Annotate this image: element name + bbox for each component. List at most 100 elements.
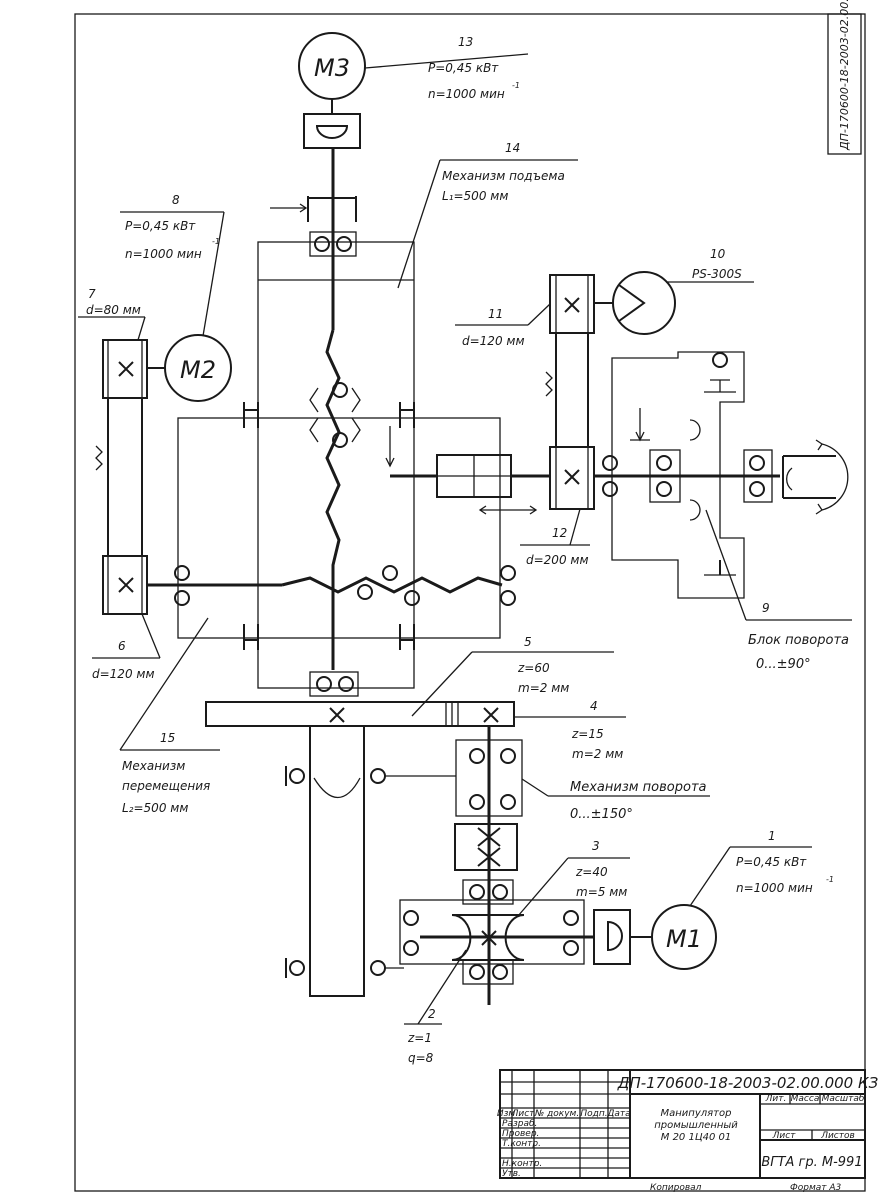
drawing-frame: ДП-170600-18-2003-02.00.000 КЗ (74, 0, 866, 1192)
svg-text:Масштаб: Масштаб (822, 1094, 865, 1104)
callout-4: 4 z=15 m=2 мм (514, 699, 626, 761)
svg-text:m=2 мм: m=2 мм (518, 681, 569, 695)
svg-text:n=1000 мин: n=1000 мин (428, 87, 505, 101)
title-block-code: ДП-170600-18-2003-02.00.000 КЗ (617, 1074, 879, 1092)
title-block-name-2: промышленный (654, 1120, 738, 1131)
svg-text:6: 6 (118, 639, 126, 653)
callout-7: 7 d=80 мм (78, 287, 146, 341)
svg-text:10: 10 (710, 247, 726, 261)
svg-text:Т.контр.: Т.контр. (502, 1139, 541, 1149)
svg-text:P=0,45 кВт: P=0,45 кВт (736, 855, 807, 869)
svg-text:9: 9 (762, 601, 770, 615)
belt-drive-right (545, 274, 595, 510)
gripper-shaft (390, 449, 780, 515)
svg-text:n=1000 мин: n=1000 мин (125, 247, 202, 261)
svg-text:1: 1 (768, 829, 776, 843)
svg-text:-1: -1 (512, 81, 520, 90)
motor-m1-label: М1 (666, 925, 702, 953)
svg-text:m=5 мм: m=5 мм (576, 885, 627, 899)
svg-text:Дата: Дата (606, 1109, 630, 1119)
svg-text:d=200 мм: d=200 мм (526, 553, 589, 567)
svg-text:z=15: z=15 (571, 727, 604, 741)
callout-12: 12 d=200 мм (520, 508, 590, 567)
svg-text:-1: -1 (212, 237, 220, 246)
svg-text:13: 13 (458, 35, 473, 49)
callout-8: 8 P=0,45 кВт n=1000 мин -1 (120, 193, 225, 337)
svg-text:-1: -1 (826, 875, 834, 884)
svg-text:m=2 мм: m=2 мм (572, 747, 623, 761)
callout-14: 14 Механизм подъема L₁=500 мм (397, 141, 578, 289)
svg-text:перемещения: перемещения (122, 779, 210, 793)
svg-text:d=80 мм: d=80 мм (86, 303, 141, 317)
svg-text:P=0,45 кВт: P=0,45 кВт (125, 219, 196, 233)
svg-text:z=40: z=40 (575, 865, 608, 879)
callout-13: 13 P=0,45 кВт n=1000 мин -1 (364, 35, 529, 101)
svg-text:0...±90°: 0...±90° (756, 657, 811, 672)
rotation-block (611, 351, 745, 599)
svg-text:Масса: Масса (791, 1094, 820, 1104)
title-block-org: ВГТА гр. М-991 (761, 1155, 862, 1170)
title-block-format: Формат A3 (790, 1183, 842, 1193)
worm-gear (399, 899, 594, 965)
lift-mechanism-frame (257, 241, 415, 689)
svg-text:14: 14 (505, 141, 520, 155)
svg-text:Лит.: Лит. (765, 1094, 787, 1104)
svg-text:Разраб.: Разраб. (502, 1119, 537, 1129)
motor-m2: М2 (146, 334, 232, 402)
title-block-name-3: М 20 1Ц40 01 (661, 1132, 731, 1143)
svg-text:n=1000 мин: n=1000 мин (736, 881, 813, 895)
svg-text:PS-300S: PS-300S (692, 267, 742, 281)
callout-rotation-mechanism: Механизм поворота 0...±150° (521, 778, 710, 822)
svg-text:Провер.: Провер. (502, 1129, 539, 1139)
svg-text:3: 3 (592, 839, 600, 853)
svg-text:z=60: z=60 (517, 661, 550, 675)
svg-text:L₂=500 мм: L₂=500 мм (122, 801, 188, 815)
callout-6: 6 d=120 мм (92, 613, 161, 681)
frame-code-vertical: ДП-170600-18-2003-02.00.000 КЗ (838, 0, 851, 151)
callout-9: 9 Блок поворота 0...±90° (705, 509, 852, 672)
rotation-drive-shaft (454, 726, 523, 1005)
callout-5: 5 z=60 m=2 мм (411, 635, 614, 717)
callout-2: 2 z=1 q=8 (404, 949, 467, 1065)
svg-text:11: 11 (488, 307, 503, 321)
callout-11: 11 d=120 мм (455, 303, 551, 348)
svg-text:Механизм подъема: Механизм подъема (442, 169, 565, 183)
svg-text:8: 8 (172, 193, 180, 207)
svg-text:Лист: Лист (772, 1131, 797, 1141)
motor-m3: М3 (298, 32, 366, 149)
motor-m2-label: М2 (180, 356, 216, 384)
svg-text:d=120 мм: d=120 мм (92, 667, 155, 681)
svg-text:d=120 мм: d=120 мм (462, 334, 525, 348)
traverse-mechanism (147, 387, 516, 650)
encoder-ps300s (594, 271, 676, 335)
svg-text:Н.контр.: Н.контр. (502, 1159, 542, 1169)
svg-text:Изм: Изм (497, 1109, 516, 1119)
gear-pair-5-4 (205, 701, 515, 727)
title-block: ДП-170600-18-2003-02.00.000 КЗ Манипулят… (497, 1069, 879, 1193)
svg-text:4: 4 (590, 699, 598, 713)
svg-text:№ докум.: № докум. (534, 1109, 579, 1119)
callout-3: 3 z=40 m=5 мм (517, 839, 630, 917)
svg-text:2: 2 (428, 1007, 436, 1021)
svg-text:Утв.: Утв. (502, 1169, 521, 1179)
callout-15: 15 Механизм перемещения L₂=500 мм (119, 617, 220, 815)
belt-drive-left (95, 339, 148, 615)
motor-m1: М1 (593, 904, 717, 970)
callout-1: 1 P=0,45 кВт n=1000 мин -1 (689, 829, 834, 907)
title-block-name-1: Манипулятор (661, 1108, 732, 1119)
title-block-copied: Копировал (650, 1183, 702, 1193)
gripper-jaws (782, 439, 849, 515)
rotation-column (285, 725, 456, 997)
svg-text:z=1: z=1 (407, 1031, 432, 1045)
svg-text:12: 12 (552, 526, 567, 540)
svg-text:Блок поворота: Блок поворота (748, 633, 849, 648)
svg-text:7: 7 (88, 287, 96, 301)
lift-screw-shaft (270, 148, 359, 697)
callout-10: 10 PS-300S (666, 247, 754, 283)
svg-text:Листов: Листов (820, 1131, 855, 1141)
svg-text:q=8: q=8 (408, 1051, 434, 1065)
svg-text:0...±150°: 0...±150° (570, 807, 633, 822)
svg-text:Подп.: Подп. (580, 1109, 607, 1119)
svg-text:L₁=500 мм: L₁=500 мм (442, 189, 508, 203)
